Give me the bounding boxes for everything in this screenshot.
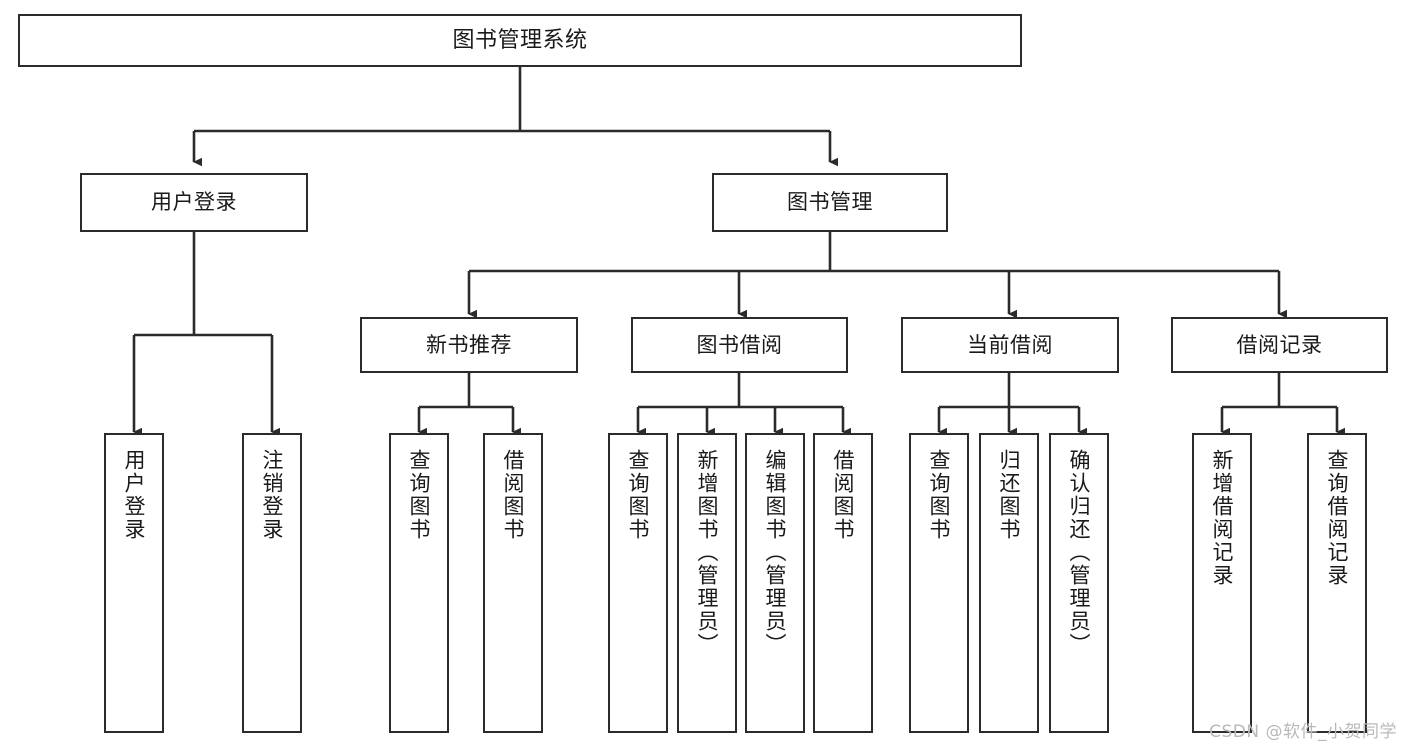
leaf-current-borrow-query-books[interactable]: 查询图书	[909, 433, 969, 733]
node-book-management[interactable]: 图书管理	[712, 173, 948, 232]
leaf-current-borrow-return-books[interactable]: 归还图书	[979, 433, 1039, 733]
node-label: 归还图书	[997, 449, 1022, 541]
node-user-login[interactable]: 用户登录	[80, 173, 308, 232]
node-label: 借阅图书	[831, 449, 856, 541]
node-label: 图书管理	[787, 190, 873, 215]
node-book-borrowing[interactable]: 图书借阅	[631, 317, 848, 373]
leaf-book-borrow-query-books[interactable]: 查询图书	[608, 433, 668, 733]
node-label: 借阅记录	[1236, 332, 1323, 357]
leaf-new-book-query-books[interactable]: 查询图书	[389, 433, 449, 733]
node-label: 新书推荐	[426, 332, 512, 357]
node-label: 图书管理系统	[452, 27, 588, 53]
leaf-user-login-logout[interactable]: 注销登录	[242, 433, 302, 733]
node-label: 查询借阅记录	[1325, 449, 1350, 587]
csdn-watermark: CSDN @软件_小贺同学	[1209, 722, 1397, 742]
leaf-borrow-record-query-record[interactable]: 查询借阅记录	[1307, 433, 1367, 733]
leaf-book-borrow-add-book-admin[interactable]: 新增图书（管理员）	[677, 433, 737, 733]
node-root-library-management-system[interactable]: 图书管理系统	[18, 14, 1022, 67]
node-label: 确认归还（管理员）	[1067, 449, 1092, 656]
leaf-new-book-borrow-books[interactable]: 借阅图书	[483, 433, 543, 733]
node-borrowing-record[interactable]: 借阅记录	[1171, 317, 1388, 373]
node-label: 新增图书（管理员）	[695, 449, 720, 656]
node-new-book-recommendation[interactable]: 新书推荐	[360, 317, 578, 373]
leaf-user-login-login[interactable]: 用户登录	[104, 433, 164, 733]
node-label: 查询图书	[626, 449, 651, 541]
node-label: 用户登录	[122, 449, 147, 541]
node-label: 当前借阅	[967, 332, 1053, 357]
node-label: 注销登录	[260, 449, 285, 541]
leaf-borrow-record-add-record[interactable]: 新增借阅记录	[1192, 433, 1252, 733]
node-label: 新增借阅记录	[1210, 449, 1235, 587]
node-label: 图书借阅	[696, 332, 783, 357]
node-current-borrowing[interactable]: 当前借阅	[901, 317, 1119, 373]
leaf-book-borrow-edit-book-admin[interactable]: 编辑图书（管理员）	[745, 433, 805, 733]
node-label: 查询图书	[407, 449, 432, 541]
node-label: 查询图书	[927, 449, 952, 541]
node-label: 编辑图书（管理员）	[763, 449, 788, 656]
leaf-book-borrow-borrow-books[interactable]: 借阅图书	[813, 433, 873, 733]
leaf-current-borrow-confirm-return-admin[interactable]: 确认归还（管理员）	[1049, 433, 1109, 733]
node-label: 用户登录	[151, 190, 237, 215]
node-label: 借阅图书	[501, 449, 526, 541]
